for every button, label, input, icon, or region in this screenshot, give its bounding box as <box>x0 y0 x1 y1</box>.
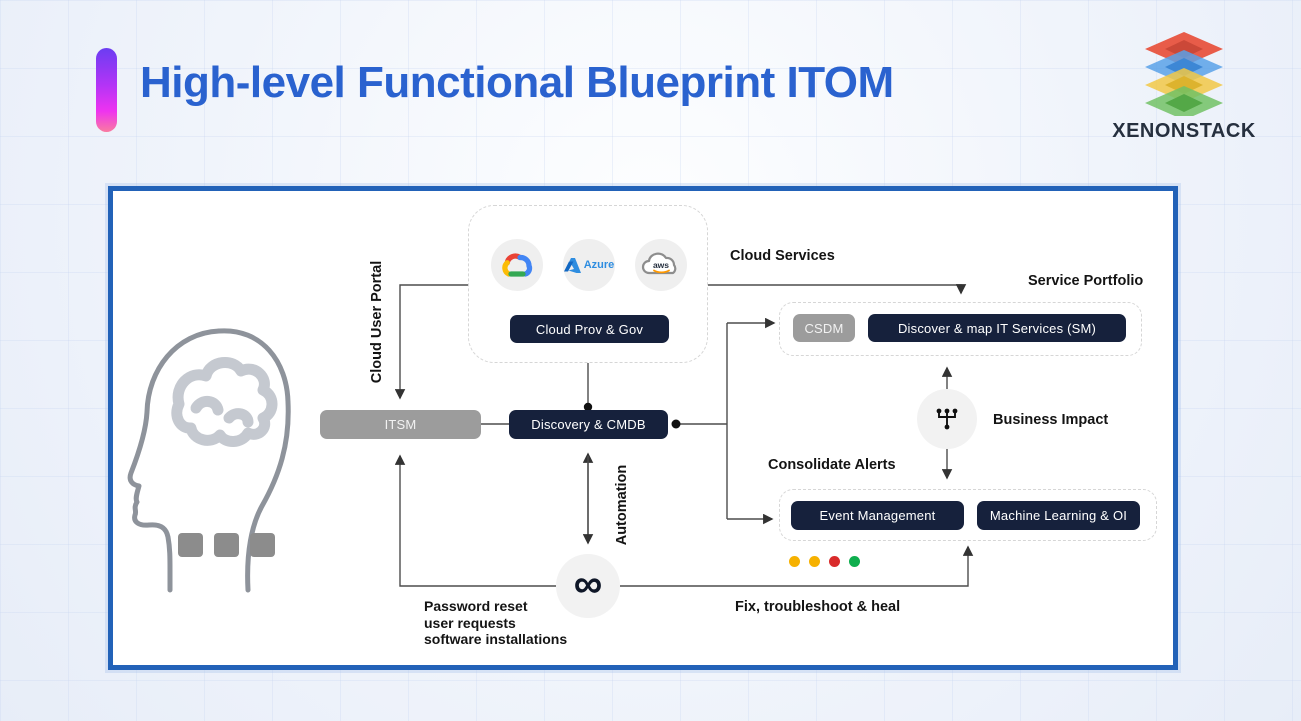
node-discovery-cmdb: Discovery & CMDB <box>509 410 668 439</box>
title-accent-bar <box>96 48 117 132</box>
alert-status-dots <box>789 556 860 567</box>
node-csdm: CSDM <box>793 314 855 342</box>
status-dot <box>849 556 860 567</box>
node-event-management: Event Management <box>791 501 964 530</box>
svg-text:aws: aws <box>653 260 669 270</box>
label-fix-heal: Fix, troubleshoot & heal <box>735 599 901 615</box>
status-dot <box>809 556 820 567</box>
label-cloud-services: Cloud Services <box>730 248 835 264</box>
business-impact-icon <box>917 389 977 449</box>
diagram-frame: Azure aws Cloud Prov & Gov ITSM Discover… <box>108 186 1178 670</box>
cloud-providers-group: Azure aws Cloud Prov & Gov <box>468 205 708 363</box>
node-itsm: ITSM <box>320 410 481 439</box>
brand-name: XENONSTACK <box>1112 120 1256 142</box>
infinity-glyph: ∞ <box>573 562 603 606</box>
brain-head-icon <box>127 328 291 593</box>
node-cloud-prov-gov: Cloud Prov & Gov <box>510 315 669 343</box>
label-password-requests: Password reset user requests software in… <box>424 598 568 647</box>
xenonstack-logo: XENONSTACK <box>1104 30 1264 143</box>
node-machine-learning-oi: Machine Learning & OI <box>977 501 1140 530</box>
label-consolidate-alerts: Consolidate Alerts <box>768 457 896 473</box>
status-dot <box>829 556 840 567</box>
status-dot <box>789 556 800 567</box>
label-service-portfolio: Service Portfolio <box>1028 273 1144 289</box>
xenonstack-logo-icon <box>1145 32 1223 116</box>
decor-square <box>250 533 275 557</box>
infinity-icon: ∞ <box>556 554 620 618</box>
azure-icon: Azure <box>563 239 615 291</box>
label-business-impact: Business Impact <box>993 412 1109 428</box>
decor-square <box>178 533 203 557</box>
azure-label: Azure <box>583 259 615 271</box>
label-automation: Automation <box>614 464 630 546</box>
node-discover-map-services: Discover & map IT Services (SM) <box>868 314 1126 342</box>
label-cloud-user-portal: Cloud User Portal <box>369 260 385 384</box>
page-title: High-level Functional Blueprint ITOM <box>140 58 894 107</box>
connector-lines <box>394 284 974 587</box>
google-cloud-icon <box>491 239 543 291</box>
aws-icon: aws <box>635 239 687 291</box>
decor-square <box>214 533 239 557</box>
